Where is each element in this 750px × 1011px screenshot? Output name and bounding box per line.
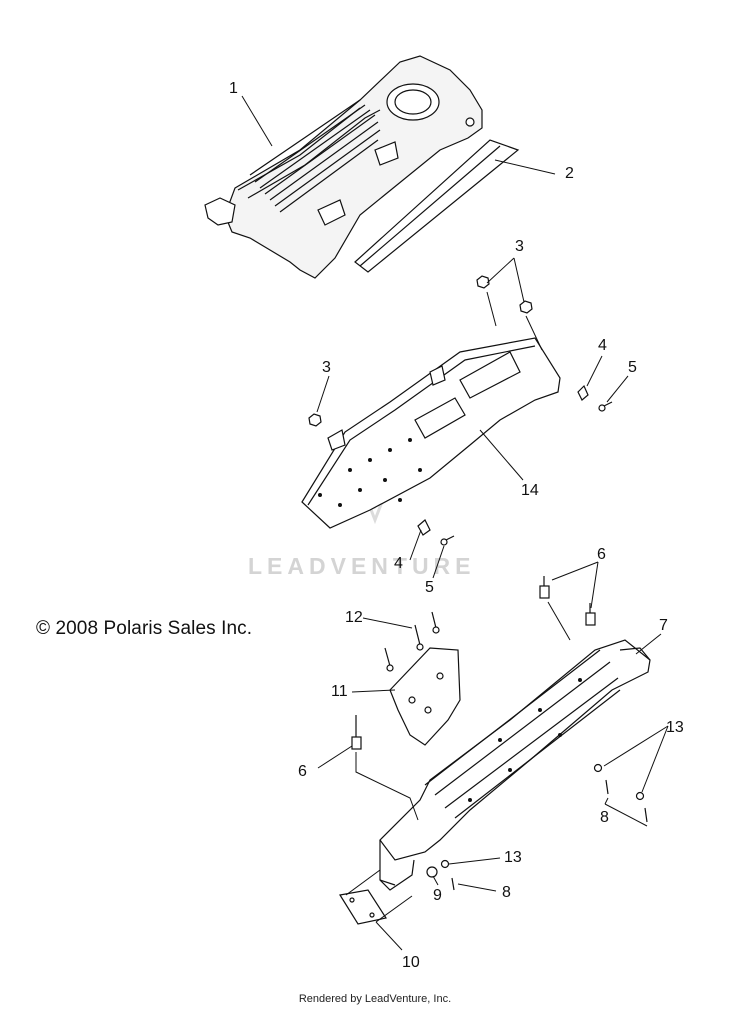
callout-5-top: 5 [628,359,637,376]
callout-12: 12 [345,609,363,626]
callout-1: 1 [229,80,238,97]
callout-6-left: 6 [298,763,307,780]
watermark-text: LEADVENTURE [248,553,476,579]
callout-7: 7 [659,617,668,634]
part-8-9-13-hardware [426,763,648,891]
callout-3-top: 3 [515,238,524,255]
callout-13-right: 13 [666,719,684,736]
callout-4-bottom: 4 [394,555,403,572]
callout-6-top: 6 [597,546,606,563]
callout-2: 2 [565,165,574,182]
callout-8-bottom: 8 [502,884,511,901]
callout-8-right: 8 [600,809,609,826]
copyright-notice: © 2008 Polaris Sales Inc. [36,618,253,639]
callout-4-top: 4 [598,337,607,354]
part-1-body-panel [204,55,483,279]
callout-9: 9 [433,887,442,904]
part-6-grommets [351,576,596,750]
leader-lines [241,95,669,951]
callout-3-left: 3 [322,359,331,376]
part-12-bolts [384,611,440,672]
callout-14: 14 [521,482,539,499]
callout-10: 10 [402,954,420,971]
callout-numbers: 1 2 3 3 4 5 14 4 5 6 7 12 11 6 13 8 13 8… [229,80,684,971]
part-14-floor-plate [301,337,561,529]
part-2-trim-strip [354,139,520,273]
callout-13-bottom: 13 [504,849,522,866]
footer-credit: Rendered by LeadVenture, Inc. [298,993,452,1005]
part-10-plate [339,889,387,925]
part-11-bracket [389,647,461,746]
callout-11: 11 [331,683,348,700]
part-7-mount-rail [379,639,651,891]
callout-5-bottom: 5 [425,579,434,596]
part-3-nuts [308,275,533,427]
